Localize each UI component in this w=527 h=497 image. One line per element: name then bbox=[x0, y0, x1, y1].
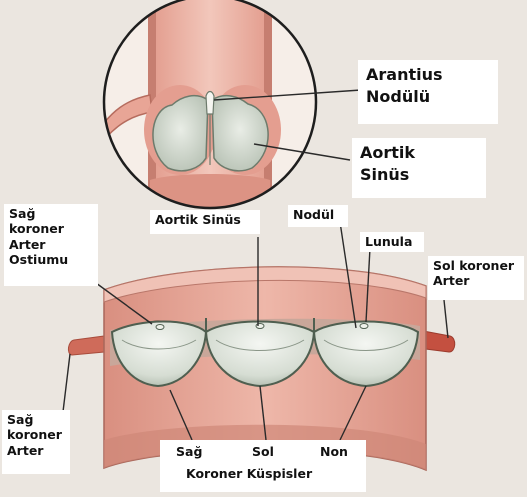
label-coronary-cusps: Koroner Küspisler bbox=[186, 466, 312, 481]
label-right-coronary-ostium: Sağ koroner Arter Ostiumu bbox=[4, 204, 98, 286]
label-aortic-sinus-bottom: Aortik Sinüs bbox=[150, 210, 260, 234]
label-arantius-nodule: Arantius Nodülü bbox=[358, 60, 498, 124]
inset-circle bbox=[96, 0, 316, 220]
label-left-coronary-artery: Sol koroner Arter bbox=[428, 256, 524, 300]
label-aortic-sinus-top: Aortik Sinüs bbox=[352, 138, 486, 198]
label-lunula: Lunula bbox=[360, 232, 424, 252]
label-nodule: Nodül bbox=[288, 205, 348, 227]
label-cusp-right: Sağ bbox=[176, 444, 202, 459]
nodule-mark bbox=[256, 324, 264, 329]
cusp-label-group: Sağ Sol Non Koroner Küspisler bbox=[160, 440, 366, 492]
label-cusp-non: Non bbox=[320, 444, 348, 459]
label-cusp-left: Sol bbox=[252, 444, 274, 459]
right-coronary-vessel bbox=[68, 336, 104, 355]
inset-arantius-nodule bbox=[206, 92, 214, 115]
label-right-coronary-artery: Sağ koroner Arter bbox=[2, 410, 70, 474]
